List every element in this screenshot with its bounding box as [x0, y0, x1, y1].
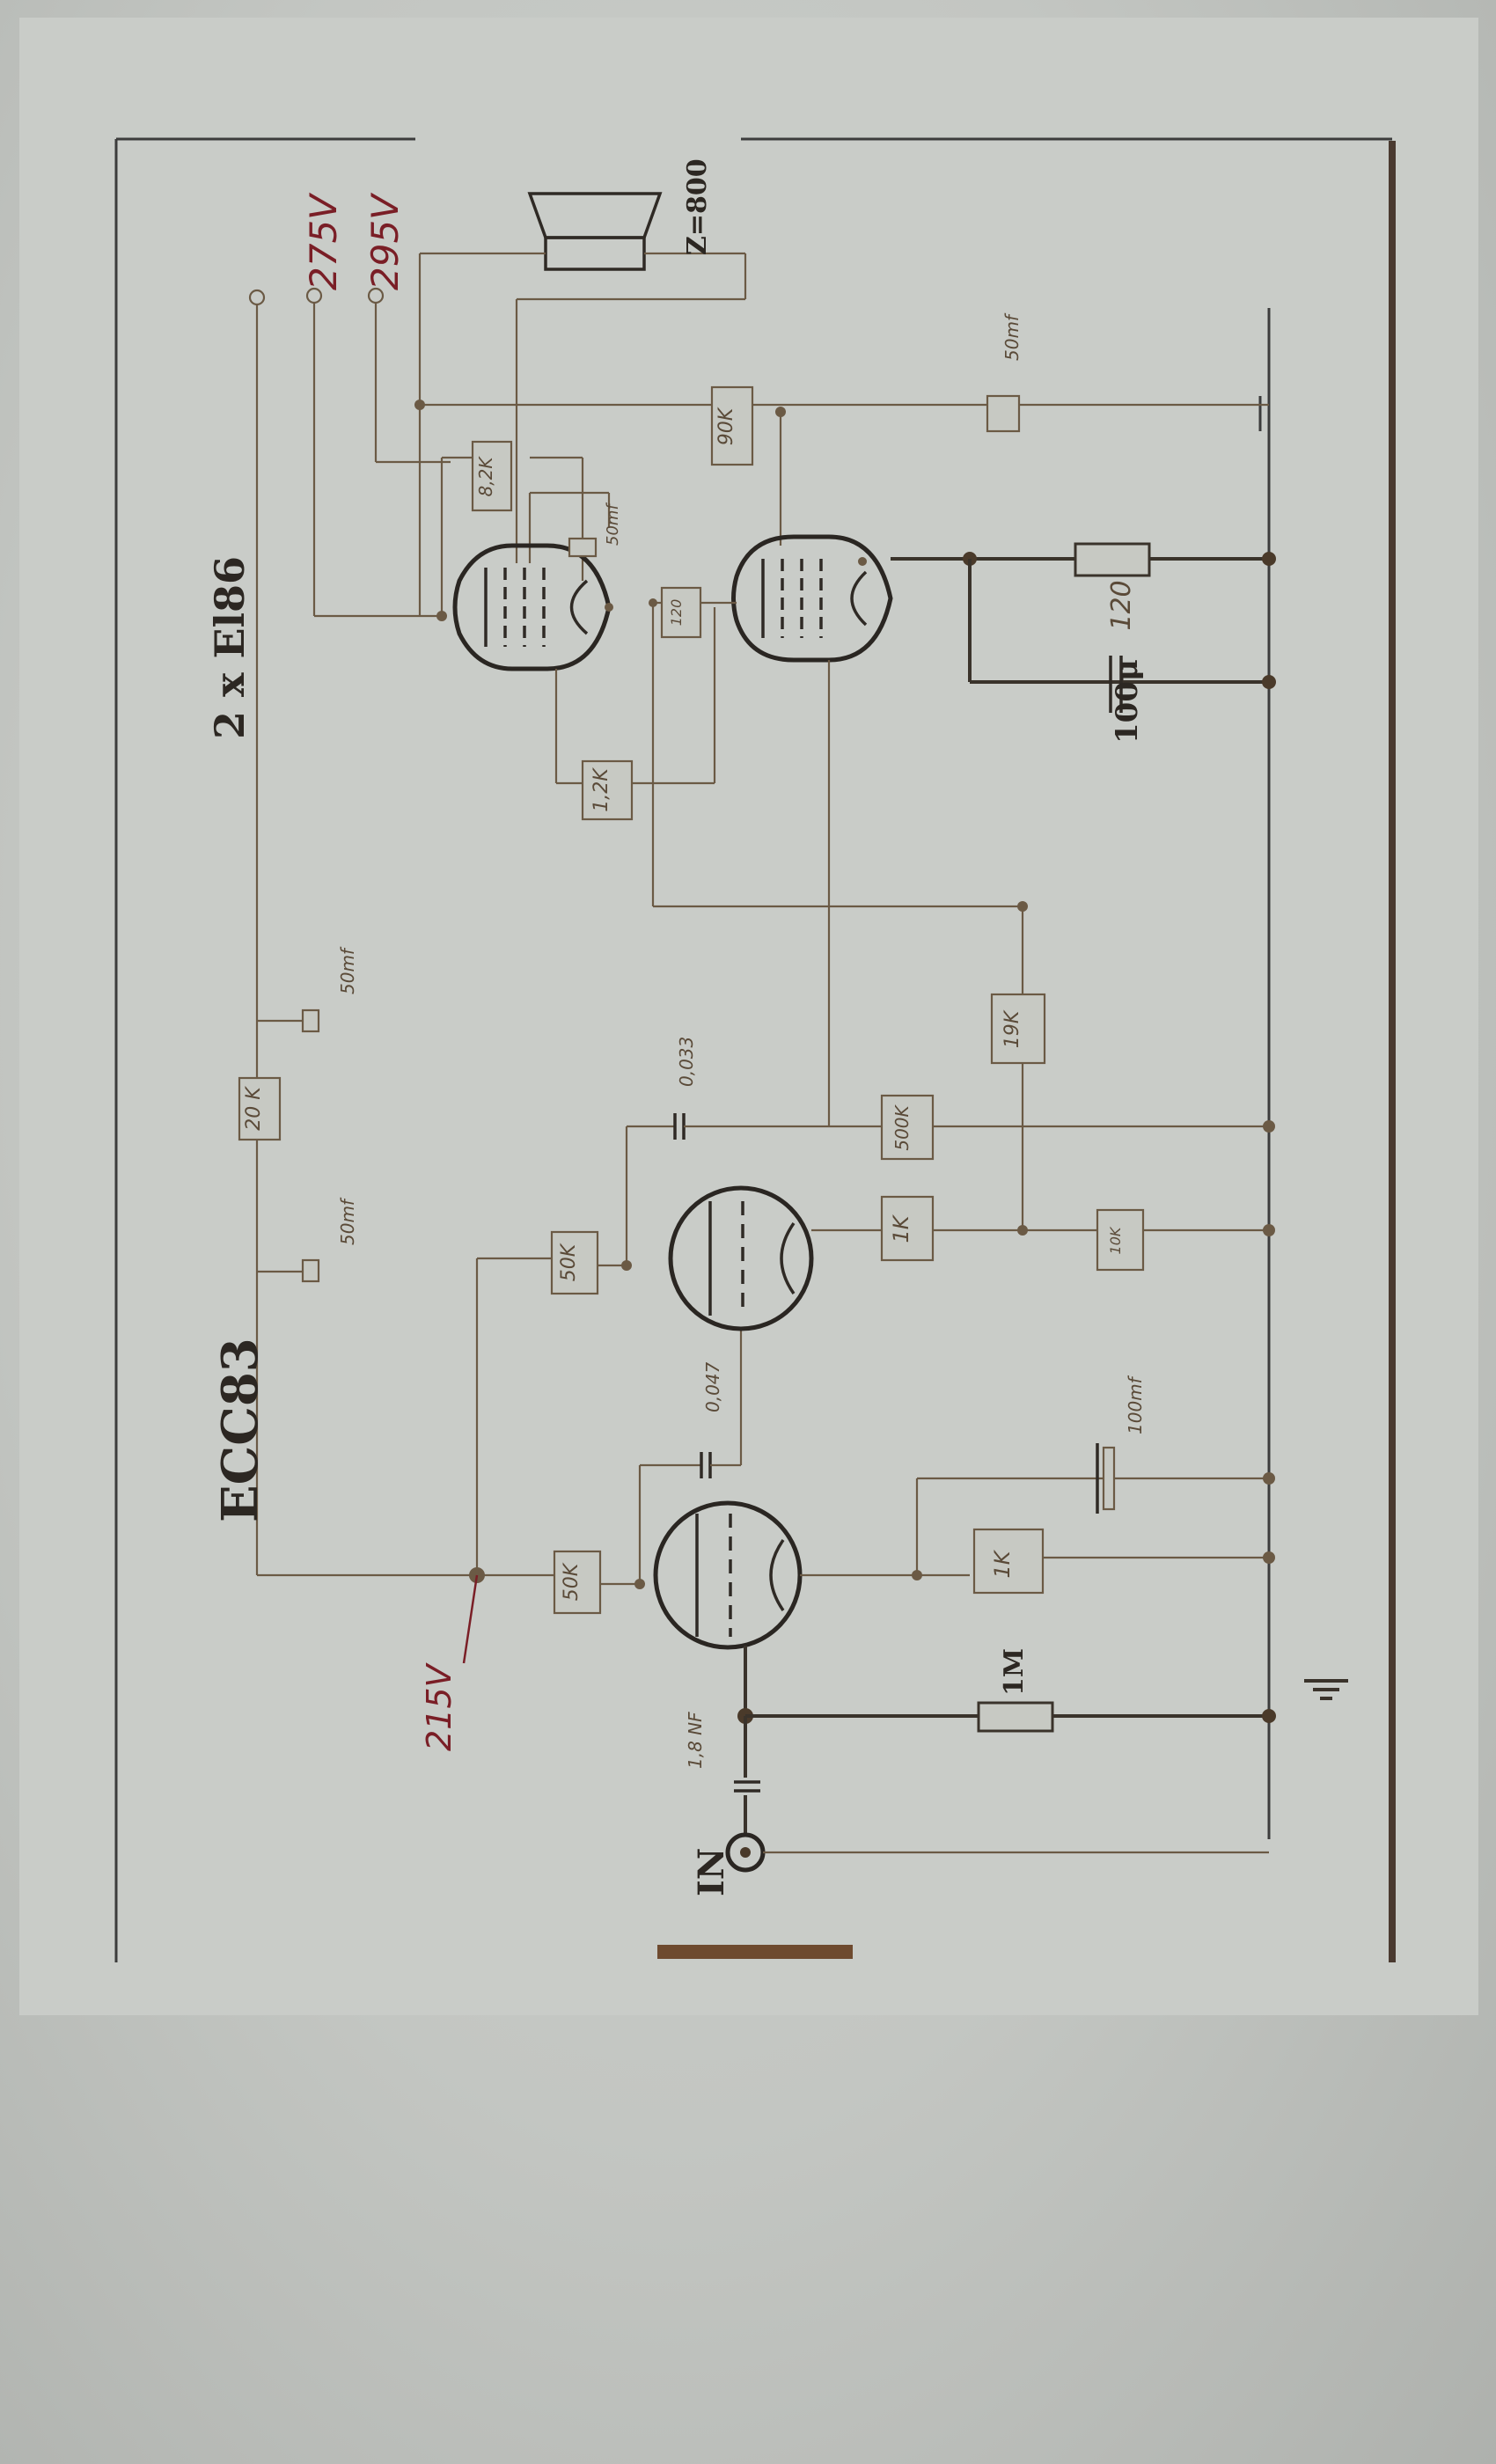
- bottom-bar: [657, 1945, 853, 1959]
- svg-text:100mf: 100mf: [1125, 1375, 1146, 1434]
- resistor-1k-a: [880, 1195, 935, 1262]
- svg-text:90K: 90K: [715, 407, 737, 445]
- svg-text:50mf: 50mf: [337, 946, 358, 994]
- resistor-1-2k: [581, 759, 634, 821]
- speaker-icon: [418, 192, 747, 616]
- resistor-20k: [238, 1076, 282, 1141]
- svg-text:1K: 1K: [990, 1549, 1015, 1578]
- capacitor-50mf-c: [568, 537, 598, 558]
- output-wiring: [414, 400, 1269, 616]
- impedance-label: Z=800: [682, 158, 713, 255]
- svg-text:500K: 500K: [891, 1104, 913, 1150]
- svg-text:50mf: 50mf: [1001, 312, 1023, 361]
- resistor-10k: [1096, 1208, 1145, 1272]
- el86-tube-1: [436, 543, 716, 785]
- resistor-19k: [990, 993, 1046, 1065]
- capacitor-50mf-a: [301, 1008, 320, 1033]
- resistor-1m: [977, 1701, 1054, 1733]
- svg-text:120: 120: [668, 599, 685, 627]
- amplifier-schematic: 8,2K 90K 1,2K 120 120 100μ 50mf 50mf 20 …: [114, 137, 1396, 1962]
- svg-text:100μ: 100μ: [1110, 659, 1145, 744]
- ecc83-triode-2: 50K 0,033 500K 1K 19K 10K: [550, 906, 1275, 1331]
- supply-rails: [248, 287, 477, 1577]
- svg-text:20 K: 20 K: [243, 1086, 265, 1131]
- ecc83-triode-1: 50K 0,047 100mf 1K 1M: [469, 1257, 1276, 1873]
- svg-text:50K: 50K: [558, 1243, 580, 1281]
- resistor-500k: [880, 1094, 935, 1161]
- resistor-90k: [710, 385, 754, 466]
- svg-text:19K: 19K: [1001, 1009, 1023, 1048]
- el86-tube-2: [649, 534, 1276, 1126]
- resistor-1k-b: [972, 1528, 1045, 1595]
- svg-text:50mf: 50mf: [337, 1197, 358, 1245]
- ground-rail: [1258, 308, 1348, 1839]
- svg-text:50K: 50K: [561, 1562, 583, 1601]
- svg-text:0,033: 0,033: [676, 1037, 697, 1087]
- preamp-supply: 20 K 50mf 50mf: [238, 946, 358, 1283]
- capacitor-100mf: [1102, 1446, 1116, 1511]
- voltage-295v-label: 295V: [363, 192, 407, 290]
- capacitor-50mf-b: [301, 1258, 320, 1283]
- arrow-215v-icon: [462, 1574, 479, 1664]
- svg-text:120: 120: [1106, 580, 1137, 630]
- svg-text:1,2K: 1,2K: [590, 767, 612, 812]
- ecc83-label: ECC83: [211, 1338, 269, 1522]
- resistor-50k-b: [550, 1230, 599, 1295]
- capacitor-50mf-d: [986, 394, 1021, 433]
- resistor-50k-a: [553, 1550, 602, 1615]
- resistor-120: [1074, 542, 1151, 577]
- resistor-8-2k: [471, 440, 513, 512]
- frame: [114, 137, 1396, 1962]
- input-label: IN: [691, 1848, 732, 1896]
- svg-text:8,2K: 8,2K: [475, 456, 496, 497]
- resistor-120-small: [660, 586, 702, 639]
- voltage-275v-label: 275V: [302, 192, 345, 290]
- voltage-215v-label: 215V: [420, 1661, 458, 1751]
- el86-label: 2 x El86: [206, 556, 253, 739]
- labels: ECC83 2 x El86 IN Z=800 275V 295V 215V: [206, 158, 732, 1896]
- svg-text:10K: 10K: [1107, 1226, 1124, 1254]
- schematic-sheet: 8,2K 90K 1,2K 120 120 100μ 50mf 50mf 20 …: [19, 18, 1478, 2015]
- svg-text:1,8 NF: 1,8 NF: [685, 1712, 706, 1769]
- output-components: 8,2K 90K 1,2K 120 120 100μ 50mf 50mf: [471, 312, 1151, 821]
- svg-text:1M: 1M: [999, 1648, 1030, 1696]
- svg-text:0,047: 0,047: [702, 1361, 723, 1412]
- svg-text:1K: 1K: [889, 1214, 913, 1243]
- svg-text:50mf: 50mf: [604, 502, 622, 546]
